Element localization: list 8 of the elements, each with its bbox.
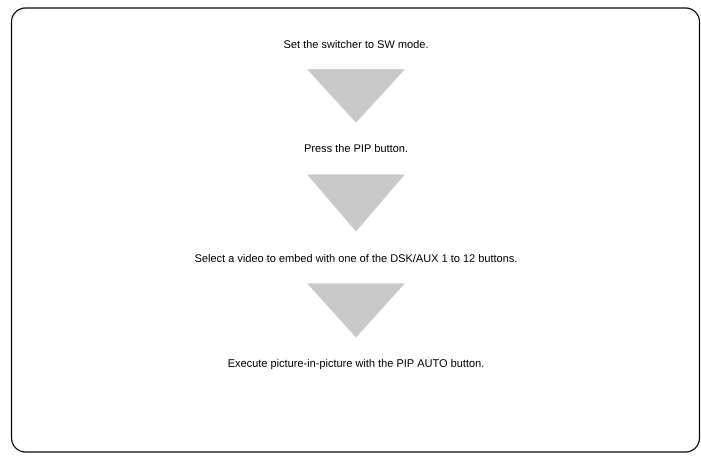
step-text: Execute picture-in-picture with the PIP AUTO button. [228, 358, 484, 370]
step-text: Select a video to embed with one of the DSK/AUX 1 to 12 buttons. [195, 254, 516, 262]
step-text: Press the PIP button. [304, 144, 407, 152]
chevron-arrow [307, 283, 405, 338]
step-text: Set the switcher to SW mode. [284, 40, 428, 48]
chevron-arrow [307, 69, 405, 123]
frame [10, 7, 700, 453]
chevron-arrow [307, 174, 405, 232]
